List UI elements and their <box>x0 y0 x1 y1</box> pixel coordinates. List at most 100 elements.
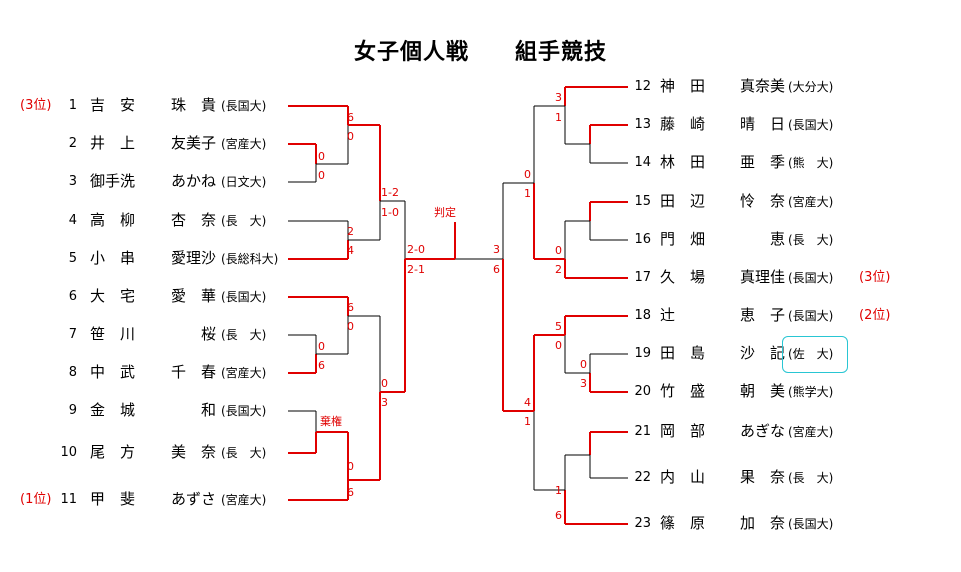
entrant-number: 4 <box>68 213 77 228</box>
entrant-given-name: あずさ <box>170 490 216 508</box>
entrant-number: 20 <box>634 384 651 399</box>
match-score: 3 <box>493 243 500 256</box>
entrant-university: (宮産大) <box>788 425 834 439</box>
entrant-given-name: 朝 美 <box>739 382 785 400</box>
entrant-university: (長 大) <box>221 214 267 228</box>
entrant-university: (長 大) <box>221 328 267 342</box>
entrant-university: (熊 大) <box>788 156 834 170</box>
entrant-number: 5 <box>68 251 77 266</box>
entrant-surname: 篠 原 <box>660 514 706 532</box>
match-score: 4 <box>347 244 354 257</box>
match-score: 0 <box>555 339 562 352</box>
entrant-surname: 辻 <box>660 306 676 324</box>
match-score: 0 <box>524 168 531 181</box>
entrant-given-name: 愛 華 <box>170 287 216 305</box>
entrant-university: (長 大) <box>788 233 834 247</box>
entrant-given-name: あぎな <box>739 422 785 440</box>
entrant-number: 9 <box>68 403 77 418</box>
match-score: 2-1 <box>407 263 425 276</box>
entrant-given-name: 真理佳 <box>739 268 785 286</box>
entrant-surname: 御手洗 <box>90 172 136 190</box>
entrant-number: 21 <box>634 424 651 439</box>
entrant-number: 10 <box>60 445 77 460</box>
placement-badge: (2位) <box>859 308 891 323</box>
entrant-surname: 林 田 <box>660 153 706 171</box>
entrant-number: 15 <box>634 194 651 209</box>
match-score: 1 <box>555 484 562 497</box>
match-score: 1-2 <box>381 186 399 199</box>
entrant-given-name: 愛理沙 <box>170 249 216 267</box>
entrant-given-name: 千 春 <box>170 363 216 381</box>
match-score: 6 <box>347 486 354 499</box>
entrant-university: (長国大) <box>788 118 834 132</box>
entrant-surname: 高 柳 <box>90 211 136 229</box>
entrant-number: 3 <box>68 174 77 189</box>
match-score: 0 <box>580 358 587 371</box>
match-score: 1 <box>524 415 531 428</box>
match-score: 3 <box>381 396 388 409</box>
match-score: 5 <box>555 320 562 333</box>
entrant-number: 2 <box>68 136 77 151</box>
entrant-given-name: 和 <box>200 401 216 419</box>
entrant-given-name: 晴 日 <box>739 115 785 133</box>
match-score: 0 <box>347 130 354 143</box>
entrant-university: (佐 大) <box>788 347 834 361</box>
match-score: 0 <box>318 169 325 182</box>
match-score: 0 <box>347 460 354 473</box>
entrant-number: 12 <box>634 79 651 94</box>
entrant-number: 18 <box>634 308 651 323</box>
match-score: 6 <box>318 359 325 372</box>
page-title: 女子個人戦 組手競技 <box>353 40 607 65</box>
entrant-university: (長総科大) <box>221 252 279 266</box>
match-score: 4 <box>524 396 531 409</box>
match-score: 0 <box>318 150 325 163</box>
match-score: 2 <box>347 225 354 238</box>
entrant-number: 23 <box>634 516 651 531</box>
entrant-university: (長国大) <box>788 517 834 531</box>
match-score: 2 <box>555 263 562 276</box>
highlight-box <box>782 336 848 373</box>
match-score: 6 <box>347 111 354 124</box>
entrant-university: (宮産大) <box>221 137 267 151</box>
entrant-university: (長 大) <box>788 471 834 485</box>
entrant-surname: 井 上 <box>90 134 136 152</box>
entrant-number: 22 <box>634 470 651 485</box>
entrant-university: (大分大) <box>788 80 834 94</box>
entrant-given-name: 珠 貴 <box>170 96 216 114</box>
entrant-given-name: 真奈美 <box>739 77 785 95</box>
entrant-surname: 小 串 <box>90 249 136 267</box>
match-score: 6 <box>493 263 500 276</box>
entrant-surname: 門 畑 <box>660 230 706 248</box>
entrant-given-name: あかね <box>170 172 216 190</box>
entrant-surname: 田 辺 <box>660 192 706 210</box>
entrant-surname: 金 城 <box>90 401 136 419</box>
entrant-surname: 岡 部 <box>660 422 706 440</box>
entrant-number: 6 <box>68 289 77 304</box>
entrant-number: 17 <box>634 270 651 285</box>
entrant-university: (長 大) <box>221 446 267 460</box>
entrant-given-name: 恵 子 <box>739 306 785 324</box>
match-score: 2-0 <box>407 243 425 256</box>
entrant-university: (宮産大) <box>221 493 267 507</box>
entrant-university: (宮産大) <box>221 366 267 380</box>
match-score: 1-0 <box>381 206 399 219</box>
entrant-given-name: 怜 奈 <box>739 192 785 210</box>
entrant-surname: 田 島 <box>660 344 706 362</box>
match-score: 3 <box>555 91 562 104</box>
entrant-number: 19 <box>634 346 651 361</box>
entrant-given-name: 加 奈 <box>739 514 785 532</box>
entrant-number: 13 <box>634 117 651 132</box>
entrant-university: (長国大) <box>221 99 267 113</box>
match-score: 1 <box>524 187 531 200</box>
match-score: 判定 <box>434 206 456 219</box>
entrant-university: (長国大) <box>788 309 834 323</box>
entrant-given-name: 果 奈 <box>739 468 785 486</box>
placement-badge: (1位) <box>20 492 52 507</box>
entrant-given-name: 杏 奈 <box>170 211 216 229</box>
entrant-number: 11 <box>60 492 77 507</box>
entrant-surname: 吉 安 <box>90 96 136 114</box>
placement-badge: (3位) <box>20 98 52 113</box>
match-score: 棄権 <box>320 415 342 428</box>
entrant-surname: 甲 斐 <box>90 490 136 508</box>
